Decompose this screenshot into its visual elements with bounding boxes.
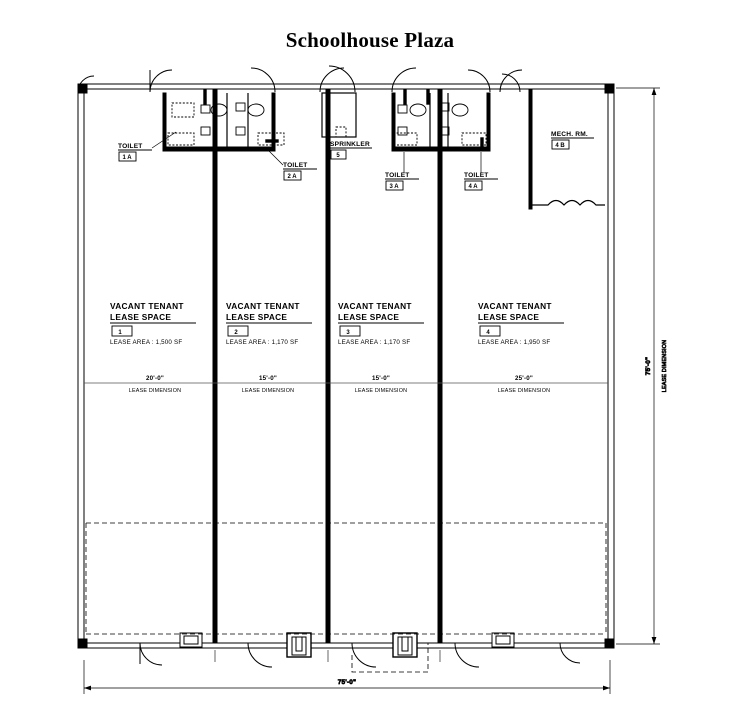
space-1-heading-line1: VACANT TENANT: [110, 301, 184, 311]
demising-walls: [212, 88, 533, 644]
space-3-heading-line1: VACANT TENANT: [338, 301, 412, 311]
toilet-4a-name: TOILET: [464, 172, 489, 179]
sprinkler-name: SPRINKLER: [330, 141, 370, 148]
space-1-lease-dimension: 20'-0": [146, 375, 164, 382]
canopy-dashed-lines: [85, 522, 607, 673]
tenant-space-4-label: VACANT TENANT LEASE SPACE 4 LEASE AREA :…: [478, 301, 564, 394]
tenant-space-1-label: VACANT TENANT LEASE SPACE 1 LEASE AREA :…: [110, 301, 196, 394]
space-4-heading-line2: LEASE SPACE: [478, 312, 539, 322]
space-2-lease-dimension: 15'-0": [259, 375, 277, 382]
sprinkler-number: 5: [336, 153, 340, 159]
door-swings-top: [77, 65, 523, 93]
space-2-area: LEASE AREA : 1,170 SF: [226, 339, 298, 346]
space-1-number: 1: [118, 330, 122, 336]
space-2-heading-line2: LEASE SPACE: [226, 312, 287, 322]
door-leaves-rear: [203, 89, 484, 151]
space-1-lease-dimension-label: LEASE DIMENSION: [129, 388, 181, 394]
mech-rm-name: MECH. RM.: [551, 131, 588, 138]
overall-dimension-bottom-value: 75'-0": [338, 679, 357, 686]
dimension-extension-ticks: [214, 650, 441, 662]
room-tag-mech-rm-4b: MECH. RM. 4 B: [551, 131, 594, 150]
mech-rm-number: 4 B: [555, 143, 565, 149]
overall-dimension-right-label: LEASE DIMENSION: [662, 340, 668, 392]
toilet-1a-number: 1 A: [122, 155, 132, 161]
toilet-1a-name: TOILET: [118, 143, 143, 150]
overall-dimension-right: 75'-0" LEASE DIMENSION: [616, 87, 668, 645]
overall-dimension-right-value: 75'-0": [645, 357, 652, 376]
room-tag-sprinkler-5: SPRINKLER 5: [330, 141, 372, 160]
room-tag-toilet-2a: TOILET 2 A: [265, 147, 317, 181]
space-2-number: 2: [234, 330, 238, 336]
space-1-area: LEASE AREA : 1,500 SF: [110, 339, 182, 346]
room-tag-toilet-1a: TOILET 1 A: [118, 131, 177, 162]
storefront-openings: [139, 632, 581, 668]
space-3-lease-dimension: 15'-0": [372, 375, 390, 382]
space-3-number: 3: [346, 330, 350, 336]
space-4-lease-dimension: 25'-0": [515, 375, 533, 382]
toilet-3a-number: 3 A: [389, 184, 399, 190]
space-4-area: LEASE AREA : 1,950 SF: [478, 339, 550, 346]
room-tag-toilet-3a: TOILET 3 A: [385, 152, 419, 191]
plumbing-fixtures: [167, 102, 487, 146]
space-2-lease-dimension-label: LEASE DIMENSION: [242, 388, 294, 394]
room-tag-toilet-4a: TOILET 4 A: [464, 152, 498, 191]
overall-dimension-bottom: 75'-0": [83, 660, 611, 694]
tenant-space-2-label: VACANT TENANT LEASE SPACE 2 LEASE AREA :…: [226, 301, 312, 394]
space-3-area: LEASE AREA : 1,170 SF: [338, 339, 410, 346]
space-3-lease-dimension-label: LEASE DIMENSION: [355, 388, 407, 394]
space-3-heading-line2: LEASE SPACE: [338, 312, 399, 322]
page-title: Schoolhouse Plaza: [285, 28, 455, 52]
toilet-2a-name: TOILET: [283, 162, 308, 169]
tenant-space-3-label: VACANT TENANT LEASE SPACE 3 LEASE AREA :…: [338, 301, 424, 394]
space-4-lease-dimension-label: LEASE DIMENSION: [498, 388, 550, 394]
toilet-4a-number: 4 A: [468, 184, 478, 190]
toilet-3a-name: TOILET: [385, 172, 410, 179]
mech-room-outline: [532, 199, 605, 206]
space-4-heading-line1: VACANT TENANT: [478, 301, 552, 311]
building-shell: [77, 83, 615, 649]
space-2-heading-line1: VACANT TENANT: [226, 301, 300, 311]
space-1-heading-line2: LEASE SPACE: [110, 312, 171, 322]
space-4-number: 4: [486, 330, 490, 336]
rear-rooms-block: [162, 92, 491, 152]
toilet-2a-number: 2 A: [287, 174, 297, 180]
